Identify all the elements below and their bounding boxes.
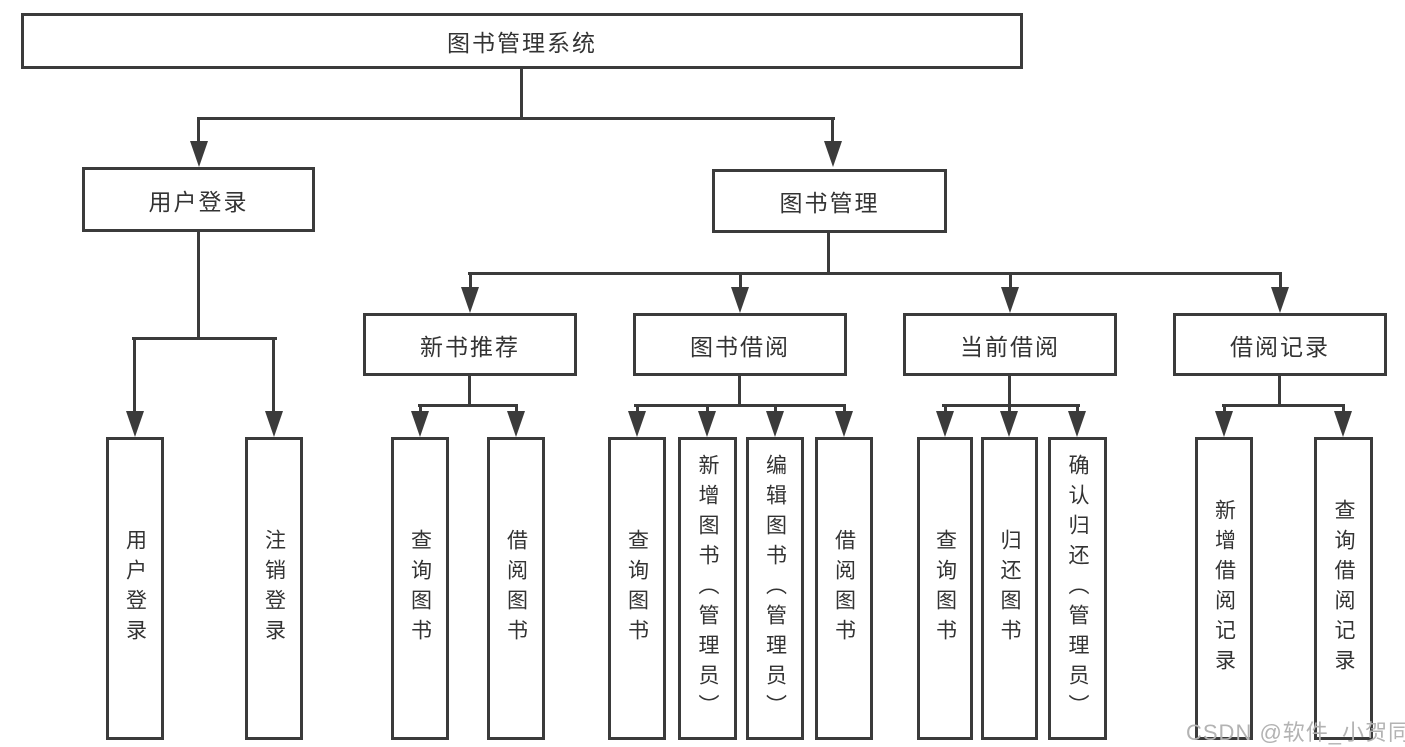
leaf-query-borrow-record: 查询借阅记录 bbox=[1314, 437, 1373, 740]
node-borrowing-records: 借阅记录 bbox=[1173, 313, 1387, 376]
leaf-return-books: 归还图书 bbox=[981, 437, 1038, 740]
connector-line bbox=[197, 117, 835, 120]
arrow-down-icon bbox=[411, 411, 429, 437]
connector-line bbox=[132, 337, 277, 340]
node-root: 图书管理系统 bbox=[21, 13, 1023, 69]
arrow-down-icon bbox=[936, 411, 954, 437]
connector-line bbox=[197, 232, 200, 338]
node-new-book-recommend: 新书推荐 bbox=[363, 313, 577, 376]
connector-line bbox=[1279, 272, 1282, 289]
connector-line bbox=[1223, 404, 1226, 415]
arrow-down-icon bbox=[1068, 411, 1086, 437]
connector-line bbox=[133, 337, 136, 412]
arrow-down-icon bbox=[835, 411, 853, 437]
connector-line bbox=[1278, 376, 1281, 406]
arrow-down-icon bbox=[731, 287, 749, 313]
connector-line bbox=[272, 337, 275, 412]
connector-line bbox=[843, 404, 846, 415]
connector-line bbox=[831, 117, 834, 144]
connector-line bbox=[774, 404, 777, 415]
connector-line bbox=[468, 376, 471, 406]
leaf-query-books-borrow: 查询图书 bbox=[608, 437, 666, 740]
arrow-down-icon bbox=[126, 411, 144, 437]
watermark: CSDN @软件_小贺同学 bbox=[1186, 720, 1405, 745]
connector-line bbox=[1342, 404, 1345, 415]
connector-line bbox=[738, 376, 741, 406]
node-book-management-branch: 图书管理 bbox=[712, 169, 947, 233]
leaf-confirm-return-admin: 确认归还（管理员） bbox=[1048, 437, 1107, 740]
arrow-down-icon bbox=[698, 411, 716, 437]
connector-line bbox=[520, 69, 523, 120]
arrow-down-icon bbox=[1271, 287, 1289, 313]
connector-line bbox=[1009, 272, 1012, 289]
arrow-down-icon bbox=[265, 411, 283, 437]
leaf-logout: 注销登录 bbox=[245, 437, 303, 740]
connector-line bbox=[469, 272, 472, 289]
node-book-borrowing: 图书借阅 bbox=[633, 313, 847, 376]
connector-line bbox=[1008, 376, 1011, 406]
arrow-down-icon bbox=[628, 411, 646, 437]
connector-line bbox=[1222, 404, 1345, 407]
connector-line bbox=[1076, 404, 1079, 415]
leaf-add-borrow-record: 新增借阅记录 bbox=[1195, 437, 1253, 740]
arrow-down-icon bbox=[190, 141, 208, 167]
arrow-down-icon bbox=[1000, 411, 1018, 437]
connector-line bbox=[515, 404, 518, 415]
leaf-edit-books-admin: 编辑图书（管理员） bbox=[746, 437, 804, 740]
leaf-user-login: 用户登录 bbox=[106, 437, 164, 740]
leaf-borrow-books: 借阅图书 bbox=[815, 437, 873, 740]
connector-line bbox=[827, 233, 830, 274]
connector-line bbox=[418, 404, 518, 407]
connector-line bbox=[636, 404, 639, 415]
connector-line bbox=[468, 272, 1282, 275]
leaf-borrow-books-recommend: 借阅图书 bbox=[487, 437, 545, 740]
leaf-query-books-current: 查询图书 bbox=[917, 437, 973, 740]
node-current-borrowing: 当前借阅 bbox=[903, 313, 1117, 376]
arrow-down-icon bbox=[766, 411, 784, 437]
arrow-down-icon bbox=[1001, 287, 1019, 313]
arrow-down-icon bbox=[461, 287, 479, 313]
connector-line bbox=[197, 117, 200, 144]
connector-line bbox=[634, 404, 846, 407]
connector-line bbox=[942, 404, 1080, 407]
node-user-login-branch: 用户登录 bbox=[82, 167, 315, 232]
arrow-down-icon bbox=[507, 411, 525, 437]
connector-line bbox=[419, 404, 422, 415]
connector-line bbox=[944, 404, 947, 415]
leaf-query-books-recommend: 查询图书 bbox=[391, 437, 449, 740]
arrow-down-icon bbox=[824, 141, 842, 167]
connector-line bbox=[706, 404, 709, 415]
connector-line bbox=[1008, 404, 1011, 415]
arrow-down-icon bbox=[1334, 411, 1352, 437]
connector-line bbox=[739, 272, 742, 289]
leaf-add-books-admin: 新增图书（管理员） bbox=[678, 437, 737, 740]
arrow-down-icon bbox=[1215, 411, 1233, 437]
